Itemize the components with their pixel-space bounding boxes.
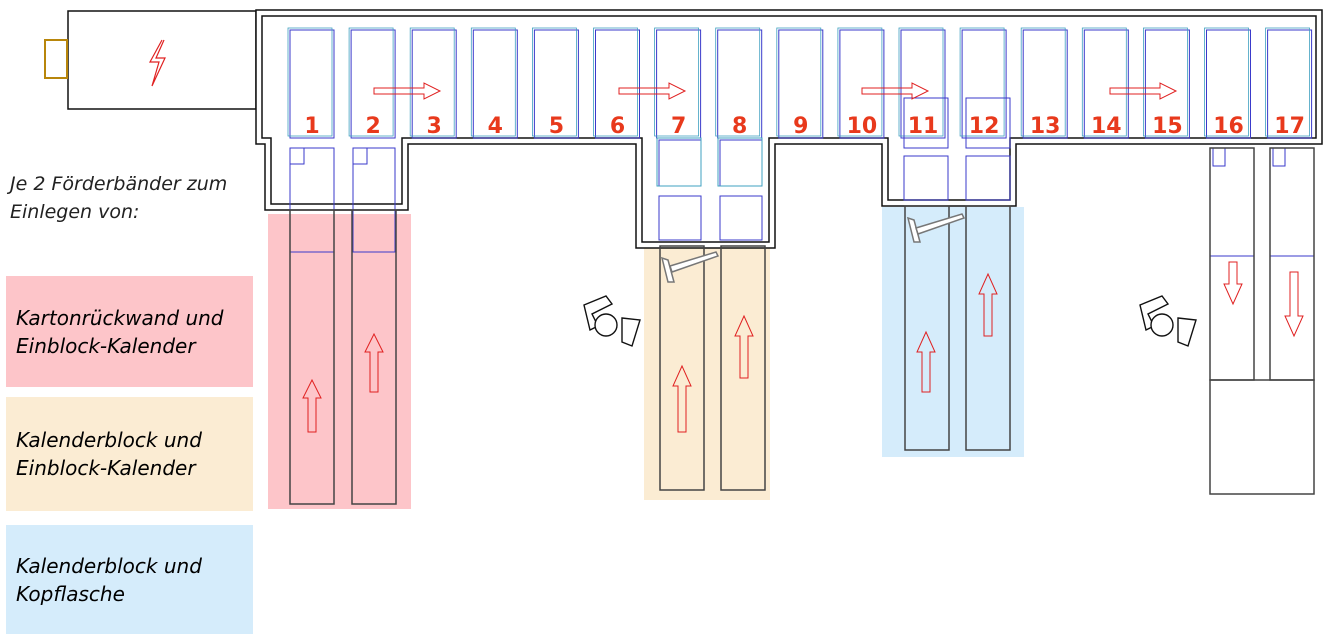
- station-number: 8: [732, 114, 747, 139]
- conveyor-belts: [289, 147, 1315, 505]
- station-box-shadow: [409, 27, 455, 137]
- station-box-shadow: [1265, 27, 1310, 137]
- station-box-shadow: [348, 27, 394, 137]
- station-boxes: [287, 27, 1313, 139]
- legend-label: Kalenderblock und Einblock-Kalender: [16, 428, 202, 480]
- belt-arrows: [302, 261, 1304, 433]
- legend-label: Kalenderblock und Kopflasche: [16, 553, 202, 606]
- station-number: 10: [847, 114, 878, 139]
- station-box: [289, 29, 335, 139]
- zone-beige: [644, 246, 770, 500]
- station-box-shadow: [1204, 27, 1249, 137]
- operator-icon: [1139, 295, 1197, 347]
- station-box-shadow: [715, 27, 761, 137]
- station-box-shadow: [287, 27, 333, 137]
- station-box-shadow: [1081, 27, 1127, 137]
- legend-red: Kartonrückwand und Einblock-Kalender: [6, 276, 253, 387]
- station-box: [900, 29, 946, 139]
- station-box: [1083, 29, 1129, 139]
- legend-blue: Kalenderblock und Kopflasche: [6, 525, 253, 634]
- station-box: [1144, 29, 1190, 139]
- station-number: 2: [365, 114, 380, 139]
- station-number: 14: [1091, 114, 1122, 139]
- connector-plug: [44, 39, 68, 79]
- station-number: 13: [1030, 114, 1061, 139]
- station-box-shadow: [654, 27, 699, 137]
- station-box-shadow: [959, 27, 1005, 137]
- station-box: [1267, 29, 1313, 139]
- station-box-shadow: [593, 27, 638, 137]
- station-number: 12: [969, 114, 1000, 139]
- legend-label: Kartonrückwand und Einblock-Kalender: [16, 305, 224, 358]
- station-number: 6: [610, 114, 625, 139]
- station-number: 11: [908, 114, 939, 139]
- intro-text: Je 2 Förderbänder zum Einlegen von:: [10, 173, 228, 223]
- station-box: [533, 29, 579, 139]
- station-number: 3: [427, 114, 442, 139]
- station-number: 15: [1152, 114, 1183, 139]
- power-unit: [44, 10, 257, 110]
- station-box-shadow: [776, 27, 822, 137]
- station-number: 4: [488, 114, 503, 139]
- station-box-shadow: [898, 27, 944, 137]
- lever-tools: [660, 213, 966, 283]
- station-number: 1: [304, 114, 319, 139]
- station-number: 17: [1274, 114, 1305, 139]
- station-box-shadow: [1020, 27, 1066, 137]
- station-number: 9: [793, 114, 808, 139]
- station-number: 7: [671, 114, 686, 139]
- station-box-shadow: [470, 27, 516, 137]
- operator-icon: [583, 295, 641, 347]
- station-number: 5: [549, 114, 564, 139]
- station-box: [472, 29, 518, 139]
- station-box: [411, 29, 457, 139]
- flow-arrows: [373, 82, 1178, 100]
- marker-squares: [289, 147, 1315, 257]
- zone-red: [268, 214, 411, 509]
- station-number: 16: [1213, 114, 1244, 139]
- station-box: [778, 29, 824, 139]
- conveyor-housing-outer: [255, 9, 1323, 249]
- station-box: [961, 29, 1007, 139]
- station-box: [350, 29, 396, 139]
- station-box: [1206, 29, 1251, 139]
- legend-beige: Kalenderblock und Einblock-Kalender: [6, 397, 253, 511]
- station-box-shadow: [532, 27, 577, 137]
- station-box: [1022, 29, 1068, 139]
- station-box-shadow: [1143, 27, 1188, 137]
- station-box-shadow: [837, 27, 883, 137]
- lightning-icon: [148, 39, 166, 87]
- zone-blue: [882, 207, 1024, 457]
- station-box: [839, 29, 885, 139]
- station-box: [595, 29, 640, 139]
- sub-boxes: [656, 97, 1011, 241]
